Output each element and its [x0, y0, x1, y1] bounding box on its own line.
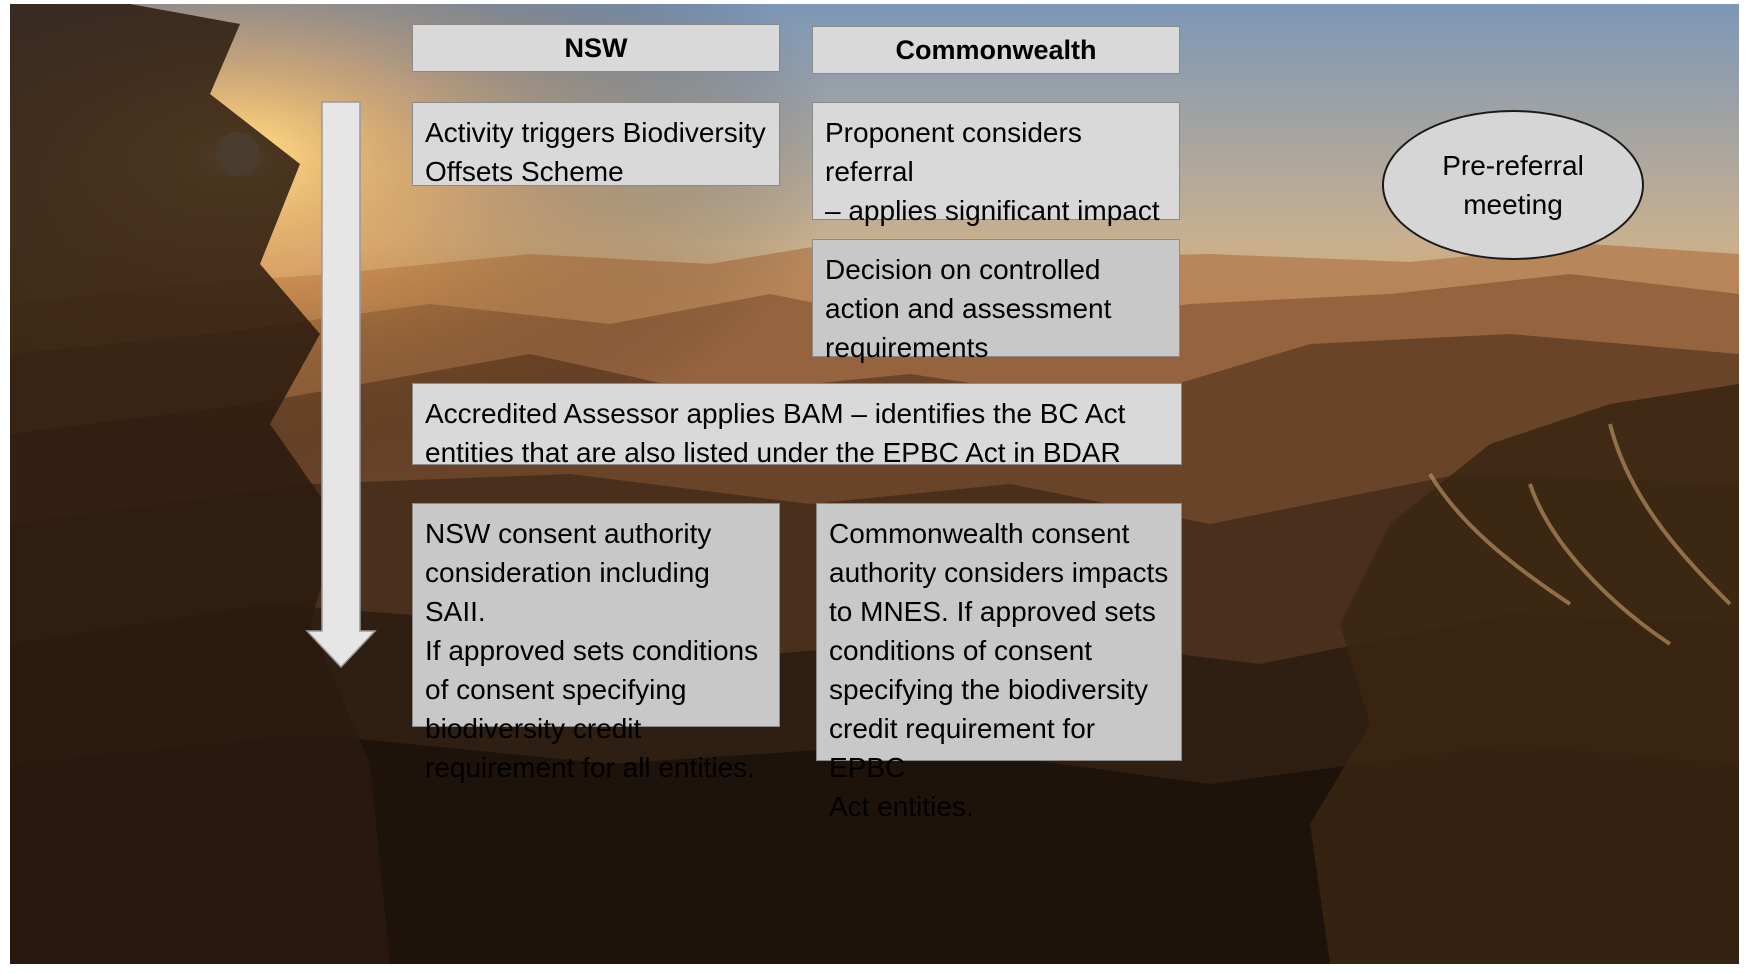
header-commonwealth: Commonwealth: [812, 26, 1180, 74]
commonwealth-decision-box: Decision on controlled action and assess…: [812, 239, 1180, 363]
accredited-assessor-box: Accredited Assessor applies BAM – identi…: [412, 383, 1182, 468]
pre-referral-meeting-ellipse: Pre-referral meeting: [1382, 110, 1644, 260]
nsw-consent-box: NSW consent authority consideration incl…: [412, 503, 780, 783]
nsw-trigger-box: Activity triggers Biodiversity Offsets S…: [412, 102, 780, 187]
slide: NSW Commonwealth Activity triggers Biodi…: [10, 4, 1739, 964]
commonwealth-consent-box: Commonwealth consent authority considers…: [816, 503, 1182, 822]
header-nsw: NSW: [412, 24, 780, 72]
flow-arrow-down-icon: [305, 101, 377, 669]
commonwealth-referral-box: Proponent considers referral – applies s…: [812, 102, 1180, 265]
